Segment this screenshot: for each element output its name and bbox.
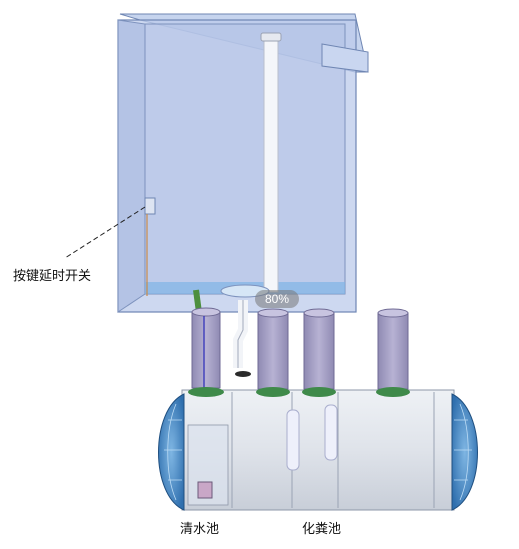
switch-label: 按键延时开关 — [13, 269, 92, 284]
right-end-cap — [451, 393, 478, 511]
upper-water-tank — [117, 13, 369, 313]
riser-4 — [377, 308, 409, 390]
riser-2 — [257, 308, 289, 390]
left-end-cap — [158, 393, 185, 511]
horizontal-tank — [181, 371, 455, 511]
switch-box-icon — [144, 197, 156, 215]
riser-3 — [303, 308, 335, 390]
clear-pool-label: 清水池 — [180, 522, 220, 537]
septic-pool-label: 化粪池 — [302, 522, 342, 537]
pump-icon — [197, 481, 213, 499]
zoom-overlay: 80% — [255, 290, 300, 308]
